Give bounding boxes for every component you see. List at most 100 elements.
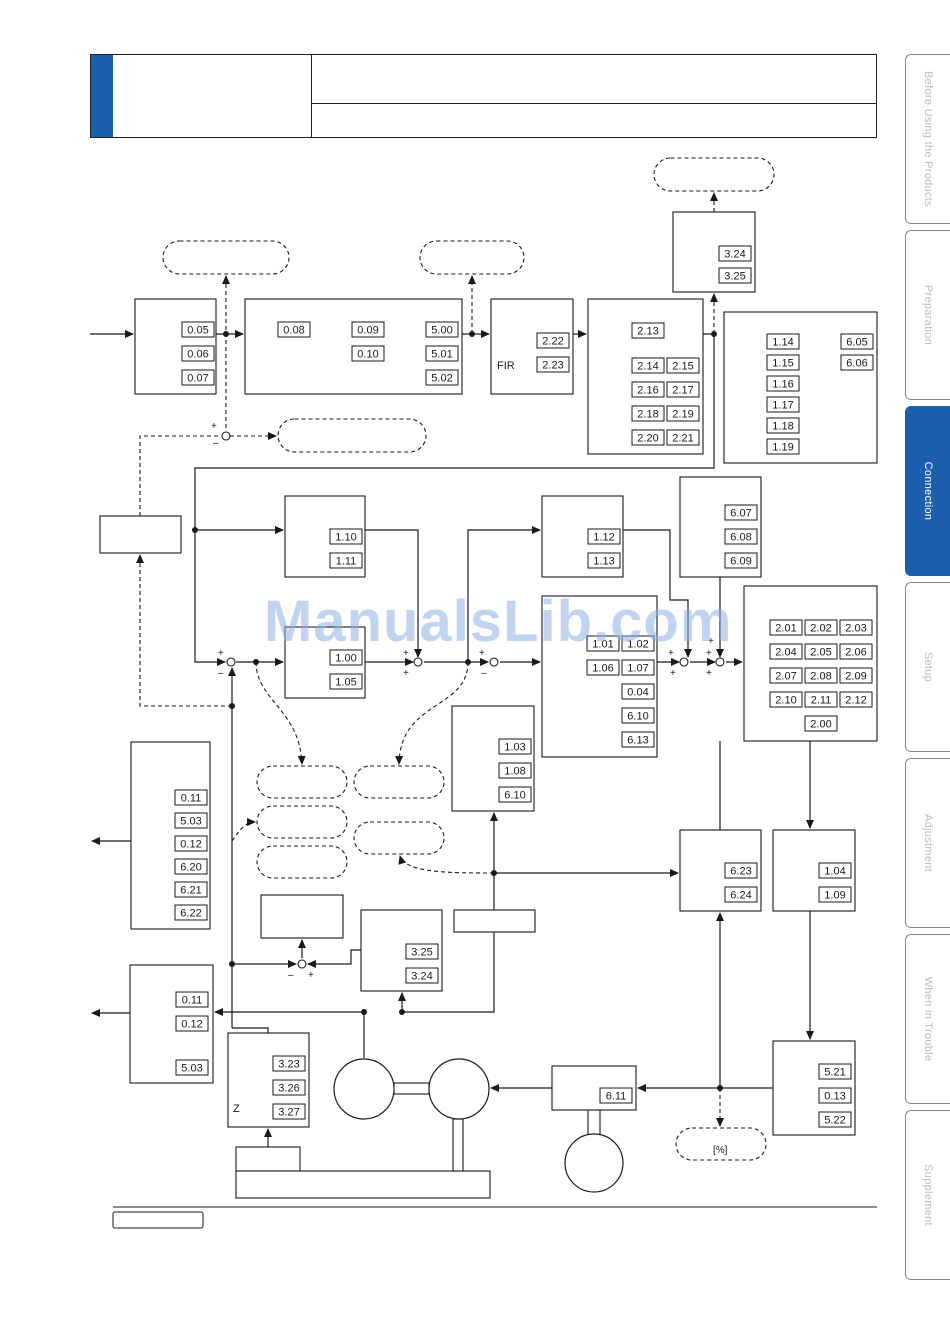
param-value: 1.16 (772, 379, 793, 391)
param-box (181, 369, 215, 386)
param-box (818, 1111, 852, 1128)
header-accent-bar (91, 55, 113, 137)
tab-setup[interactable]: Setup (905, 582, 950, 752)
param-value: 1.02 (627, 639, 648, 651)
param-value: 2.13 (637, 326, 658, 338)
junction-dot (717, 1085, 723, 1091)
param-box (766, 333, 800, 350)
sign-label: + (706, 648, 712, 659)
param-box (769, 619, 803, 636)
param-box (766, 396, 800, 413)
param-value: 0.11 (182, 995, 203, 1007)
param-box (621, 707, 655, 724)
param-box (536, 356, 570, 373)
param-value: 0.12 (180, 839, 201, 851)
param-value: 1.17 (772, 400, 793, 412)
dashed-curve (395, 661, 469, 765)
param-value: 3.23 (278, 1059, 299, 1071)
watermark-text: ManualsLib.com (264, 589, 733, 654)
param-box (724, 552, 758, 569)
param-box (766, 438, 800, 455)
param-box (425, 369, 459, 386)
encoder-shaft (587, 1109, 601, 1136)
param-value: 1.04 (824, 866, 845, 878)
param-box (666, 381, 700, 398)
param-value: 1.03 (504, 742, 525, 754)
param-value: 3.24 (724, 249, 745, 261)
param-value: 2.07 (775, 671, 796, 683)
param-value: 6.23 (730, 866, 751, 878)
param-value: 1.01 (592, 639, 613, 651)
sign-label: – (213, 438, 219, 449)
param-box (174, 858, 208, 875)
tab-connection[interactable]: Connection (905, 406, 950, 576)
param-value: 2.23 (542, 360, 563, 372)
param-box (351, 345, 385, 362)
param-value: 1.05 (335, 677, 356, 689)
param-box (718, 267, 752, 284)
param-box (718, 245, 752, 262)
param-box (175, 991, 209, 1008)
param-box (272, 1079, 306, 1096)
param-value: 6.09 (730, 556, 751, 568)
param-box (666, 357, 700, 374)
param-value: 2.20 (637, 433, 658, 445)
param-box (766, 375, 800, 392)
param-box (839, 667, 873, 684)
param-box (621, 731, 655, 748)
param-box (329, 649, 363, 666)
tab-when-in-trouble[interactable]: When in Trouble (905, 934, 950, 1104)
param-value: 2.00 (810, 719, 831, 731)
param-value: 6.05 (846, 337, 867, 349)
param-box (724, 504, 758, 521)
param-value: 6.24 (730, 890, 751, 902)
param-value: 2.22 (542, 336, 563, 348)
param-value: 0.08 (283, 325, 304, 337)
tab-preparation[interactable]: Preparation (905, 230, 950, 400)
tab-supplement[interactable]: Supplement (905, 1110, 950, 1280)
param-value: 5.03 (180, 816, 201, 828)
param-value: 6.06 (846, 358, 867, 370)
param-box (724, 528, 758, 545)
param-value: 3.26 (278, 1083, 299, 1095)
oval-c (256, 805, 348, 839)
param-box (840, 354, 874, 371)
param-value: 2.10 (775, 695, 796, 707)
param-box (818, 1087, 852, 1104)
param-box (272, 1103, 306, 1120)
param-box (804, 715, 838, 732)
param-box (631, 357, 665, 374)
notch-filter-block (743, 585, 878, 742)
param-box (329, 673, 363, 690)
param-box (839, 691, 873, 708)
param-value: 2.02 (810, 623, 831, 635)
sign-label: + (708, 636, 714, 647)
tab-before-using[interactable]: Before Using the Products (905, 54, 950, 224)
param-box (631, 381, 665, 398)
junction-dot (711, 331, 717, 337)
motor-circle (428, 1058, 490, 1120)
param-box (586, 659, 620, 676)
param-value: 2.15 (672, 361, 693, 373)
param-value: 6.20 (180, 862, 201, 874)
param-box (175, 1059, 209, 1076)
sign-label: + (479, 648, 485, 659)
param-box (425, 345, 459, 362)
param-value: 5.02 (431, 373, 452, 385)
param-value: 2.11 (811, 695, 832, 707)
dashed-curve (398, 855, 495, 874)
velocity-loop-block (541, 595, 658, 758)
param-box (174, 881, 208, 898)
oval-e (256, 845, 348, 879)
oval-a (256, 765, 348, 799)
param-value: 2.08 (810, 671, 831, 683)
param-box (586, 635, 620, 652)
tab-adjustment[interactable]: Adjustment (905, 758, 950, 928)
param-box (666, 429, 700, 446)
param-value: 2.14 (637, 361, 658, 373)
param-value: 2.18 (637, 409, 658, 421)
junction-dot (253, 659, 259, 665)
param-value: 1.07 (627, 663, 648, 675)
param-value: 5.22 (824, 1115, 845, 1127)
